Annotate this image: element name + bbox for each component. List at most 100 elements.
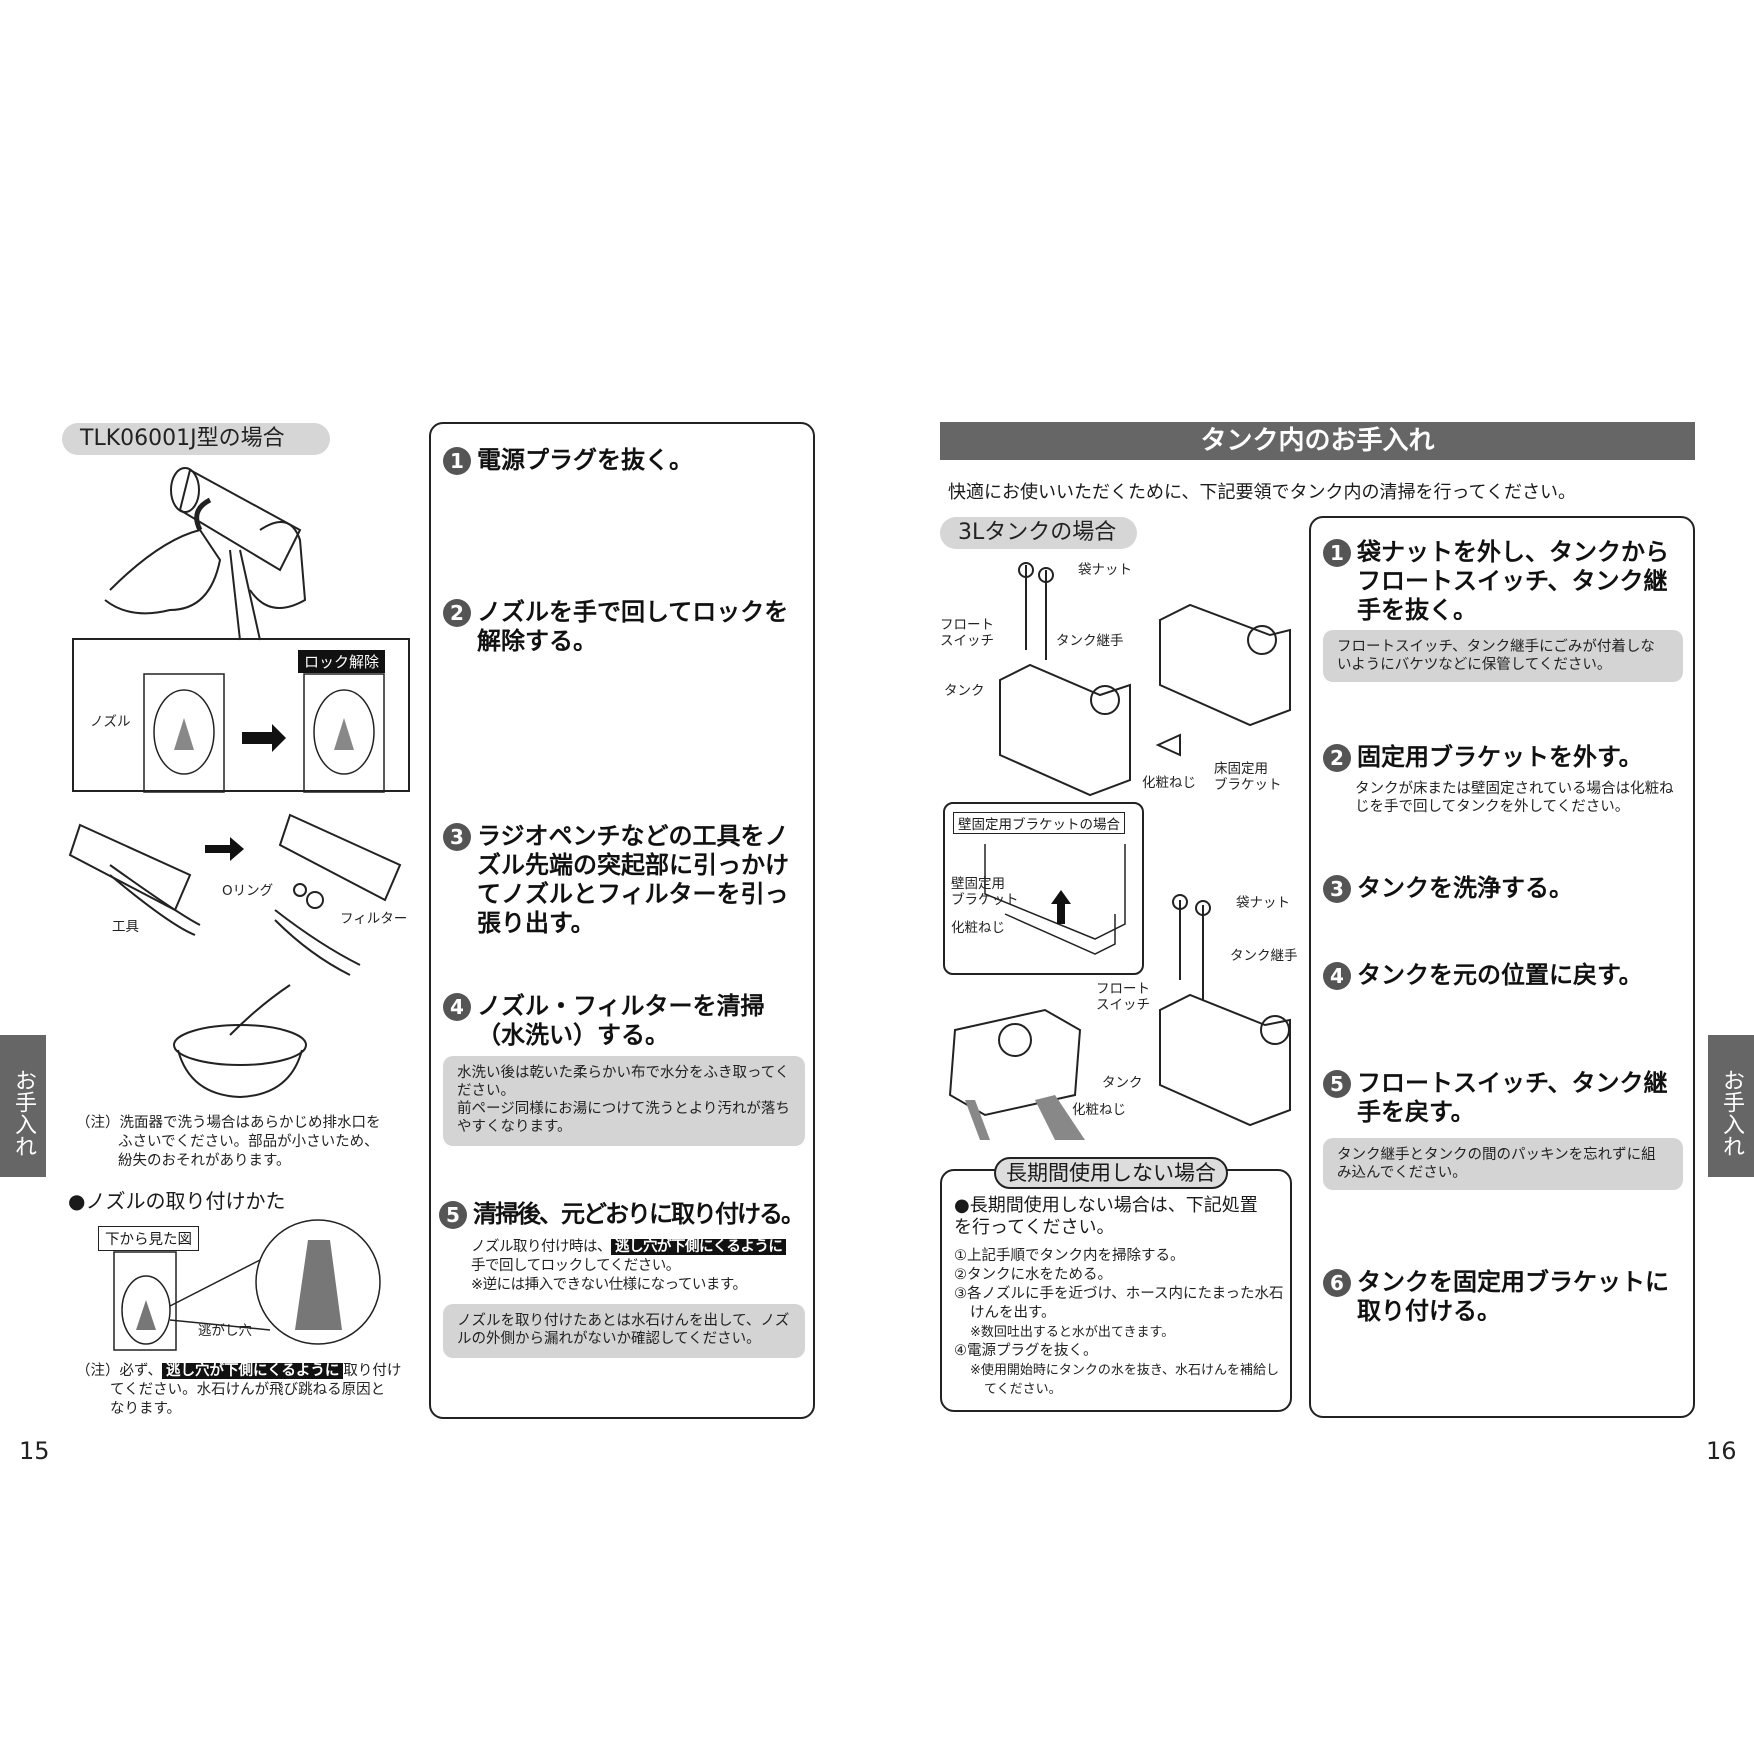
longterm-box: 長期間使用しない場合 ●長期間使用しない場合は、下記処置を行ってください。 ①上… [940,1157,1292,1412]
step-5-line: 手で回してロックしてください。 [471,1258,680,1274]
step-5-prefix: ノズル取り付け時は、 [471,1239,612,1255]
oring-label: Oリング [222,883,274,899]
wall-case-label: 壁固定用ブラケットの場合 [953,812,1125,834]
tank-joint-label: タンク継手 [1056,633,1124,649]
nozzle-label: ノズル [90,714,131,730]
note-2: （注）必ず、逃し穴が下側にくるように取り付け てください。水石けんが飛び跳ねる原… [76,1362,401,1419]
step-5-highlight: 逃し穴が下側にくるように [611,1239,787,1255]
relief-hole-label: 逃がし穴 [198,1323,252,1339]
step-number-icon: 2 [1323,744,1351,772]
page-title: タンク内のお手入れ [940,422,1695,460]
lock-release-inset: ロック解除 ノズル [72,638,410,793]
hand-nozzle-illustration [104,467,307,641]
step-5-note: タンク継手とタンクの間のパッキンを忘れずに組み込んでください。 [1323,1138,1683,1190]
longterm-item: ※使用開始時にタンクの水を抜き、水石けんを補給してください。 [970,1363,1279,1397]
float-switch-label-2: フロート スイッチ [1096,981,1150,1013]
step-number-icon: 3 [1323,875,1351,903]
note-2-line: てください。水石けんが飛び跳ねる原因と [110,1382,386,1398]
step-text: 電源プラグを抜く。 [477,446,693,474]
screw-label: 化粧ねじ [1142,775,1196,791]
step-text: タンクを元の位置に戻す。 [1357,961,1643,989]
step-number-icon: 3 [443,823,471,851]
longterm-item: ③各ノズルに手を近づけ、ホース内にたまった水石けんを出す。 [954,1286,1284,1321]
step-text: 清掃後、元どおりに取り付ける。 [473,1200,805,1228]
tank-label-callout-2: タンク [1102,1075,1143,1091]
floor-bracket-label: 床固定用 ブラケット [1214,761,1282,793]
wall-bracket-inset: 壁固定用ブラケットの場合 壁固定用 ブラケット 化粧ねじ [943,802,1144,975]
bag-nut-label-2: 袋ナット [1236,895,1290,911]
nozzle-bottom-view-illustration [113,1219,381,1351]
page-number-16: 16 [1706,1437,1737,1465]
page-number-15: 15 [19,1437,50,1465]
step-text: タンクを洗浄する。 [1357,874,1573,902]
side-tab-right[interactable]: お手入れ [1708,1035,1754,1177]
longterm-item: ④電源プラグを抜く。 [954,1343,1098,1359]
nozzle-before-after-illustration [143,673,385,793]
step-text: ノズルを手で回してロックを解除する。 [477,598,789,655]
tool-label: 工具 [112,919,139,935]
step-1-note: フロートスイッチ、タンク継手にごみが付着しないようにバケツなどに保管してください… [1323,630,1683,682]
wall-bracket-illustration [984,844,1126,955]
longterm-item: ①上記手順でタンク内を掃除する。 [954,1248,1185,1264]
intro-text: 快適にお使いいただくために、下記要領でタンク内の清掃を行ってください。 [948,482,1577,503]
step-text: フロートスイッチ、タンク継手を戻す。 [1357,1069,1668,1126]
screw-label-2: 化粧ねじ [1072,1102,1126,1118]
note-1-line: ふさいでください。部品が小さいため、 [118,1134,379,1150]
wall-bracket-label: 壁固定用 ブラケット [951,876,1019,908]
step-text: 袋ナットを外し、タンクからフロートスイッチ、タンク継手を抜く。 [1357,538,1669,624]
tank-removal-illustration [999,562,1291,797]
step-text: タンクを固定用ブラケットに取り付ける。 [1357,1268,1669,1325]
note-line: 前ページ同様にお湯につけて洗うとより汚れが落ちやすくなります。 [457,1101,790,1135]
model-label: TLK06001J型の場合 [62,423,330,455]
lock-release-label: ロック解除 [298,650,386,673]
step-5-note: ノズルを取り付けたあとは水石けんを出して、ノズルの外側から漏れがないか確認してく… [443,1304,805,1358]
step-number-icon: 6 [1323,1269,1351,1297]
note-2-highlight: 逃し穴が下側にくるように [162,1363,344,1379]
longterm-item: ②タンクに水をためる。 [954,1267,1112,1283]
step-5-text: ノズル取り付け時は、逃し穴が下側にくるように 手で回してロックしてください。 ※… [471,1238,787,1295]
step-number-icon: 5 [1323,1070,1351,1098]
bag-nut-label: 袋ナット [1078,562,1132,578]
longterm-list: ①上記手順でタンク内を掃除する。 ②タンクに水をためる。 ③各ノズルに手を近づけ… [954,1247,1284,1399]
step-number-icon: 4 [1323,962,1351,990]
step-number-icon: 2 [443,599,471,627]
tank-joint-label-2: タンク継手 [1230,948,1298,964]
note-2-line: なります。 [110,1401,182,1417]
longterm-lead: ●長期間使用しない場合は、下記処置を行ってください。 [954,1195,1258,1238]
float-switch-label: フロート スイッチ [940,617,994,649]
note-line: 水洗い後は乾いた柔らかい布で水分をふき取ってください。 [457,1065,790,1099]
step-text: 固定用ブラケットを外す。 [1357,743,1643,771]
tank-reinstall-illustration [948,894,1291,1140]
note-2-prefix: （注）必ず、 [76,1363,162,1379]
tank-label: 3Lタンクの場合 [940,517,1137,549]
wall-screw-label: 化粧ねじ [951,920,1005,936]
step-number-icon: 5 [439,1201,467,1229]
note-1-line: （注）洗面器で洗う場合はあらかじめ排水口を [76,1115,381,1131]
step-2-text: タンクが床または壁固定されている場合は化粧ねじを手で回してタンクを外してください… [1355,781,1674,815]
step-text: ラジオペンチなどの工具をノズル先端の突起部に引っかけてノズルとフィルターを引っ張… [477,822,789,937]
side-tab-left[interactable]: お手入れ [0,1035,46,1177]
note-2-suffix: 取り付け [343,1363,402,1379]
note-1: （注）洗面器で洗う場合はあらかじめ排水口を ふさいでください。部品が小さいため、… [76,1114,381,1171]
step-number-icon: 1 [1323,539,1351,567]
step-number-icon: 4 [443,993,471,1021]
filter-label: フィルター [340,911,408,927]
step-text: ノズル・フィルターを清掃（水洗い）する。 [477,992,765,1049]
install-heading: ●ノズルの取り付けかた [68,1189,286,1213]
pliers-illustration [68,813,402,976]
bottom-view-label: 下から見た図 [98,1226,199,1251]
step-5-line: ※逆には挿入できない仕様になっています。 [471,1277,747,1293]
tank-label-callout: タンク [944,683,985,699]
